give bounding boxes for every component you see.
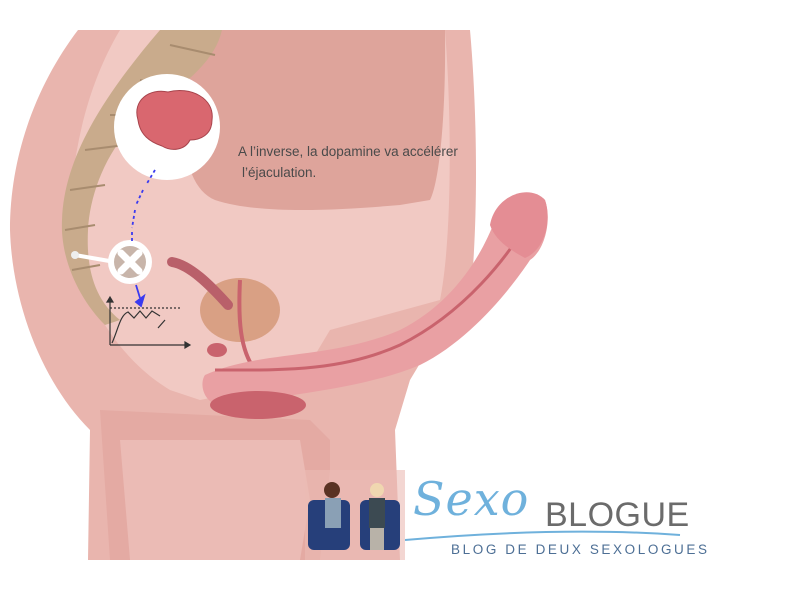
caption-line-1: A l’inverse, la dopamine va accélérer [238,144,458,159]
caption-line-2: l’éjaculation. [242,165,317,180]
glans [490,192,548,258]
urethra [214,199,542,372]
logo-script-text: Sexo [413,472,530,526]
bladder-region [183,30,446,210]
seminal-vesicle [167,257,233,310]
sexoblogue-logo[interactable]: Sexo BLOGUE BLOG DE DEUX SEXOLOGUES [405,472,707,568]
logo-tagline: BLOG DE DEUX SEXOLOGUES [451,542,710,557]
buttock-fold [120,440,310,560]
bulb [210,391,306,419]
dopamine-arrows [131,169,156,308]
caption-text: A l’inverse, la dopamine va accélérer l’… [238,141,458,183]
arousal-graph-icon [105,295,192,350]
spinal-cord-icon [117,249,143,275]
brain-icon [136,90,213,150]
logo-swoosh [405,530,681,541]
logo-word-text: BLOGUE [545,496,690,534]
gland [207,343,227,357]
